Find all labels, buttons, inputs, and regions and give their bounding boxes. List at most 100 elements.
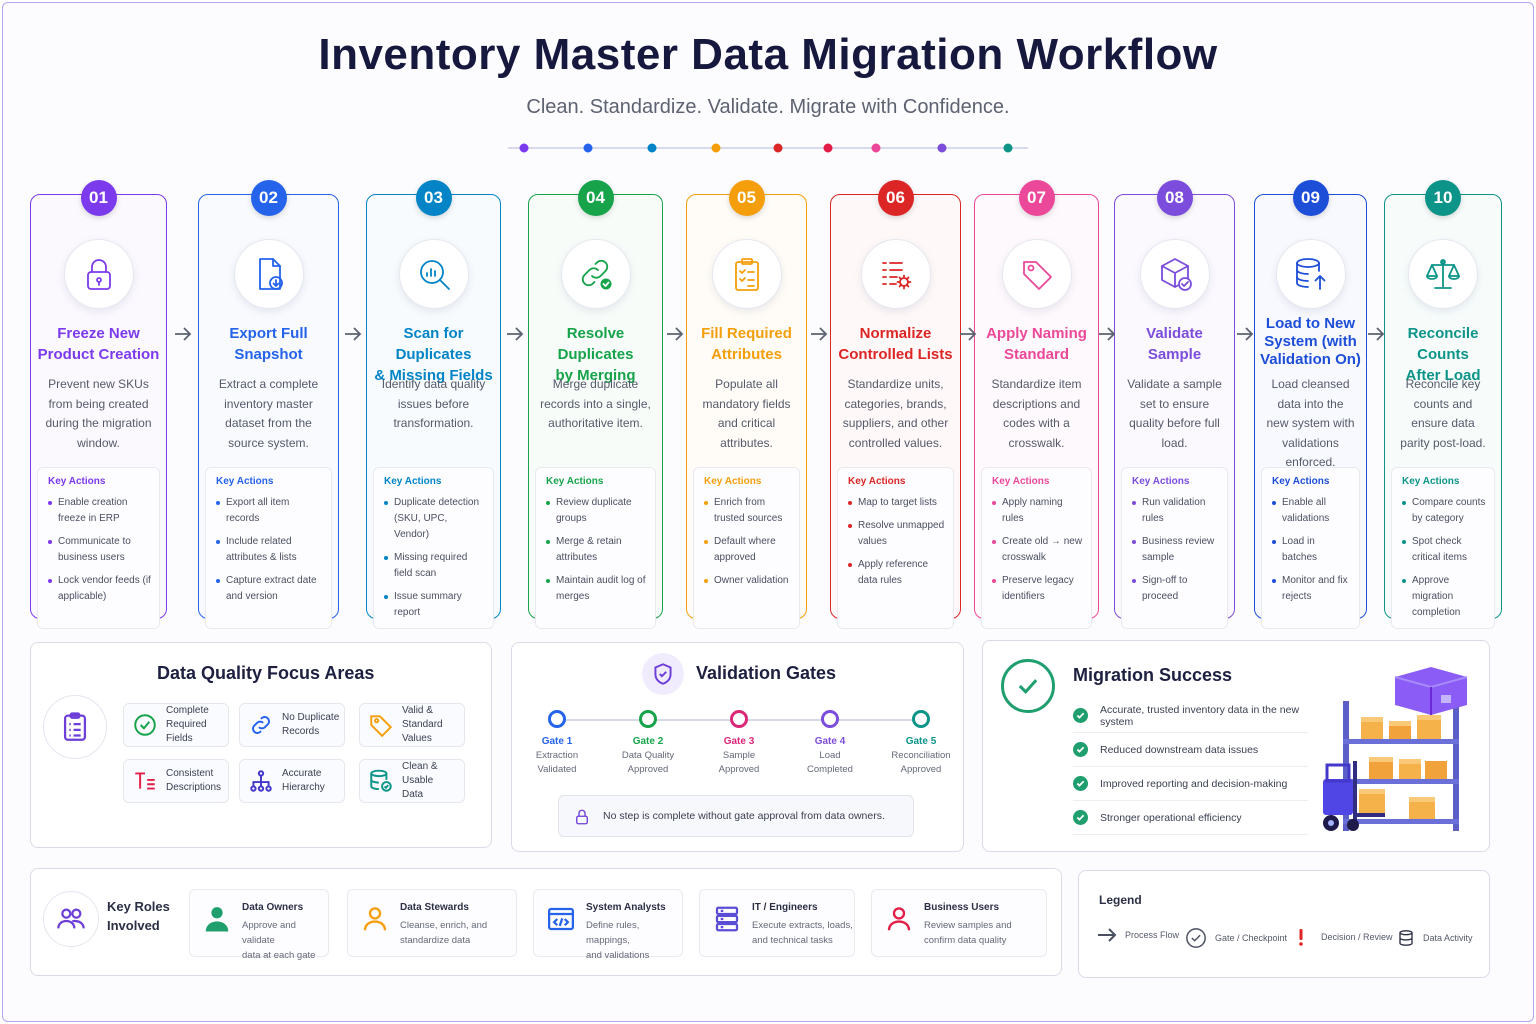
step-number-badge: 10 — [1425, 180, 1461, 216]
step-card-body: Load to New System (with Validation On) … — [1254, 194, 1367, 629]
dq-item-valid-values: Valid & Standard Values — [359, 703, 465, 747]
step-description: Standardize item descriptions and codes … — [991, 377, 1082, 450]
magnify-chart-icon — [419, 260, 450, 290]
key-action-item: Default where approved — [704, 534, 791, 566]
key-actions-title: Key Actions — [546, 476, 604, 487]
key-actions-title: Key Actions — [992, 476, 1050, 487]
step-title: Freeze New Product Creation — [37, 325, 160, 363]
gate-name: Gate 3 — [723, 736, 755, 747]
key-action-item: Spot check critical items — [1402, 534, 1486, 566]
key-action-item: Maintain audit log of merges — [546, 573, 647, 605]
clipboard-list-icon — [734, 258, 759, 291]
flow-arrow-icon — [666, 326, 684, 342]
step-description: Validate a sample set to ensure quality … — [1127, 377, 1222, 450]
key-roles-title: Key Roles Involved — [107, 899, 170, 933]
validation-gates-panel: Validation Gates Gate 1 Extraction Valid… — [511, 642, 964, 852]
dq-item-complete-fields: Complete Required Fields — [123, 703, 229, 747]
gate-note-box: No step is complete without gate approva… — [558, 795, 914, 837]
data-quality-panel: Data Quality Focus Areas Complete Requir… — [30, 642, 492, 848]
key-actions-title: Key Actions — [704, 476, 762, 487]
server-icon — [715, 906, 739, 932]
step-card-01: Freeze New Product Creation Prevent new … — [30, 180, 167, 629]
dq-item-consistent-descriptions: Consistent Descriptions — [123, 759, 229, 803]
step-title: Apply Naming Standard — [986, 325, 1087, 363]
key-action-item: Business review sample — [1132, 534, 1219, 566]
page-subtitle: Clean. Standardize. Validate. Migrate wi… — [526, 96, 1010, 118]
success-item: Accurate, trusted inventory data in the … — [1073, 699, 1308, 733]
file-export-icon — [258, 258, 283, 290]
gate-ring — [912, 710, 930, 728]
check-icon — [1073, 776, 1088, 791]
flow-arrow-icon — [1236, 326, 1254, 342]
step-card-02: Export Full Snapshot Extract a complete … — [198, 180, 339, 629]
step-card-09: Load to New System (with Validation On) … — [1254, 180, 1367, 629]
key-actions-title: Key Actions — [384, 476, 442, 487]
legend-gate-checkpoint: Gate / Checkpoint — [1185, 927, 1287, 949]
step-description: Standardize units, categories, brands, s… — [842, 377, 949, 450]
gate-description: Data Quality Approved — [621, 750, 675, 775]
cube-check-icon — [1160, 258, 1192, 291]
text-format-icon — [135, 772, 155, 790]
key-action-item: Review duplicate groups — [546, 495, 647, 527]
gate-ring — [821, 710, 839, 728]
dq-item-accurate-hierarchy: Accurate Hierarchy — [239, 759, 345, 803]
role-data-owners: Data Owners Approve and validate data at… — [189, 889, 329, 961]
legend-data-activity: Data Activity — [1397, 927, 1473, 949]
role-it-engineers: IT / Engineers Execute extracts, loads, … — [699, 889, 855, 957]
step-icon-circle — [398, 239, 469, 309]
code-window-icon — [548, 907, 574, 931]
migration-success-title: Migration Success — [1073, 665, 1233, 685]
key-actions-title: Key Actions — [48, 476, 106, 487]
legend-title: Legend — [1099, 893, 1142, 907]
step-title: Validate Sample — [1146, 325, 1203, 363]
step-icon-circle — [1275, 239, 1346, 309]
key-action-item: Lock vendor feeds (if applicable) — [48, 573, 151, 605]
step-title: Load to New System (with Validation On) — [1260, 315, 1361, 368]
key-actions-title: Key Actions — [1132, 476, 1190, 487]
step-card-body: Export Full Snapshot Extract a complete … — [198, 194, 339, 629]
data-quality-title: Data Quality Focus Areas — [157, 663, 375, 683]
step-description: Load cleansed data into the new system w… — [1266, 377, 1355, 469]
success-check-icon — [1001, 659, 1055, 713]
key-actions-title: Key Actions — [1272, 476, 1330, 487]
key-actions-title: Key Actions — [216, 476, 274, 487]
person-icon — [205, 907, 229, 932]
step-card-body: Normalize Controlled Lists Standardize u… — [830, 194, 961, 629]
gate-4: Gate 4 Load Completed — [790, 710, 870, 777]
gate-name: Gate 2 — [632, 736, 664, 747]
key-action-item: Apply reference data rules — [848, 557, 945, 589]
key-action-item: Apply naming rules — [992, 495, 1083, 527]
step-card-03: Scan for Duplicates & Missing Fields Ide… — [366, 180, 501, 629]
step-title: Scan for Duplicates & Missing Fields — [374, 325, 493, 384]
tag-icon — [370, 715, 393, 738]
step-number-badge: 05 — [728, 180, 765, 216]
step-number-badge: 09 — [1292, 180, 1329, 216]
person-outline-icon — [363, 907, 387, 931]
warehouse-forklift-illustration — [1323, 667, 1468, 831]
key-action-item: Missing required field scan — [384, 550, 485, 582]
scale-icon — [1426, 259, 1460, 289]
flow-arrow-icon — [1367, 326, 1385, 342]
gate-description: Extraction Validated — [535, 750, 579, 775]
step-description: Merge duplicate records into a single, a… — [540, 377, 651, 430]
link-check-icon — [581, 259, 611, 290]
key-actions-title: Key Actions — [848, 476, 906, 487]
key-action-item: Monitor and fix rejects — [1272, 573, 1351, 605]
step-description: Identify data quality issues before tran… — [381, 377, 486, 430]
step-card-10: Reconcile Counts After Load Reconcile ke… — [1384, 180, 1502, 629]
step-number-badge: 08 — [1156, 180, 1193, 216]
step-card-body: Fill Required Attributes Populate all ma… — [686, 194, 807, 629]
decorative-dot-line — [508, 143, 1028, 153]
key-action-item: Communicate to business users — [48, 534, 151, 566]
legend-process-flow: Process Flow — [1097, 927, 1179, 943]
